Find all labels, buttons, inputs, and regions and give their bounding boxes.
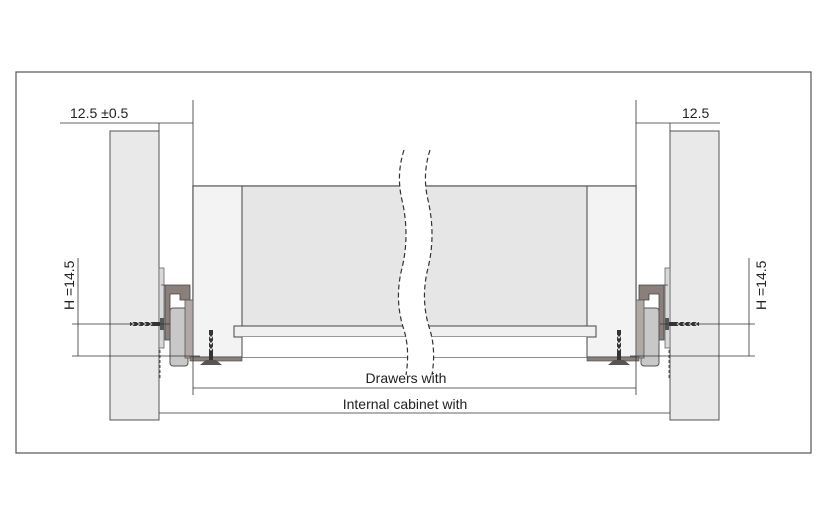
left-runner (158, 267, 243, 380)
right-runner (586, 267, 671, 380)
cabinet-width-label: Internal cabinet with (343, 396, 468, 412)
right-gap-label: 12.5 (682, 105, 709, 121)
drawer-width-label: Drawers with (366, 370, 447, 386)
left-height-dimension (72, 258, 200, 357)
right-cabinet-panel (669, 130, 720, 421)
left-gap-label: 12.5 ±0.5 (70, 105, 128, 121)
right-height-dimension (630, 258, 755, 357)
left-height-label: H =14.5 (61, 260, 77, 310)
right-gap-dimension (635, 100, 720, 186)
drawer-width-dimension (192, 357, 637, 395)
break-symbol (397, 149, 435, 376)
left-bottom-screw (200, 330, 222, 365)
right-bottom-screw (608, 330, 630, 365)
right-height-label: H =14.5 (753, 260, 769, 310)
left-gap-dimension (60, 100, 194, 186)
left-cabinet-panel (109, 130, 160, 421)
